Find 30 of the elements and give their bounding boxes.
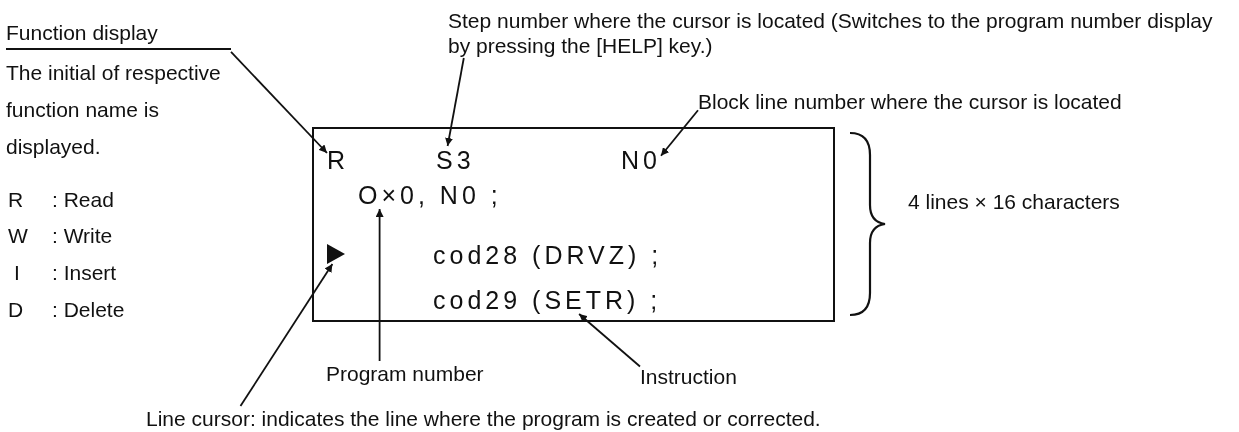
legend-text: : Read <box>52 188 114 212</box>
display-text: R <box>327 146 350 174</box>
display-text: O×0, N0 ; <box>358 181 502 209</box>
triangle-marker <box>327 244 345 264</box>
legend-letter: R <box>8 188 24 212</box>
leader-line <box>239 263 334 407</box>
display-text: cod28 (DRVZ) ; <box>433 241 663 269</box>
legend-letter: I <box>14 261 20 285</box>
callout-text: Line cursor: indicates the line where the program is created or corrected. <box>146 406 821 431</box>
legend-text: : Write <box>52 224 113 248</box>
display-text: cod29 (SETR) ; <box>433 286 662 314</box>
leader-line <box>445 57 465 147</box>
callout-text: Program number <box>326 361 484 386</box>
legend-letter: W <box>8 224 28 248</box>
callout-text: Instruction <box>640 364 737 389</box>
display-text: S3 <box>436 146 475 174</box>
legend-text: : Delete <box>52 298 125 322</box>
callout-text: Step number where the cursor is located (Switches to the program number display by pressing the [HELP] key.) <box>448 8 1238 58</box>
leader-line <box>375 208 384 362</box>
leader-line <box>578 313 641 368</box>
display-screen <box>312 127 835 322</box>
annotation-text: 4 lines × 16 characters <box>908 190 1120 214</box>
legend-letter: D <box>8 298 24 322</box>
callout-text: The initial of respective function name is displayed. <box>6 60 222 160</box>
leader-line <box>230 51 328 154</box>
legend-text: : Insert <box>52 261 117 285</box>
leader-line <box>660 109 699 157</box>
display-text: N0 <box>621 146 661 174</box>
callout-heading: Function display <box>6 20 231 50</box>
callout-text: Block line number where the cursor is located <box>698 89 1122 114</box>
